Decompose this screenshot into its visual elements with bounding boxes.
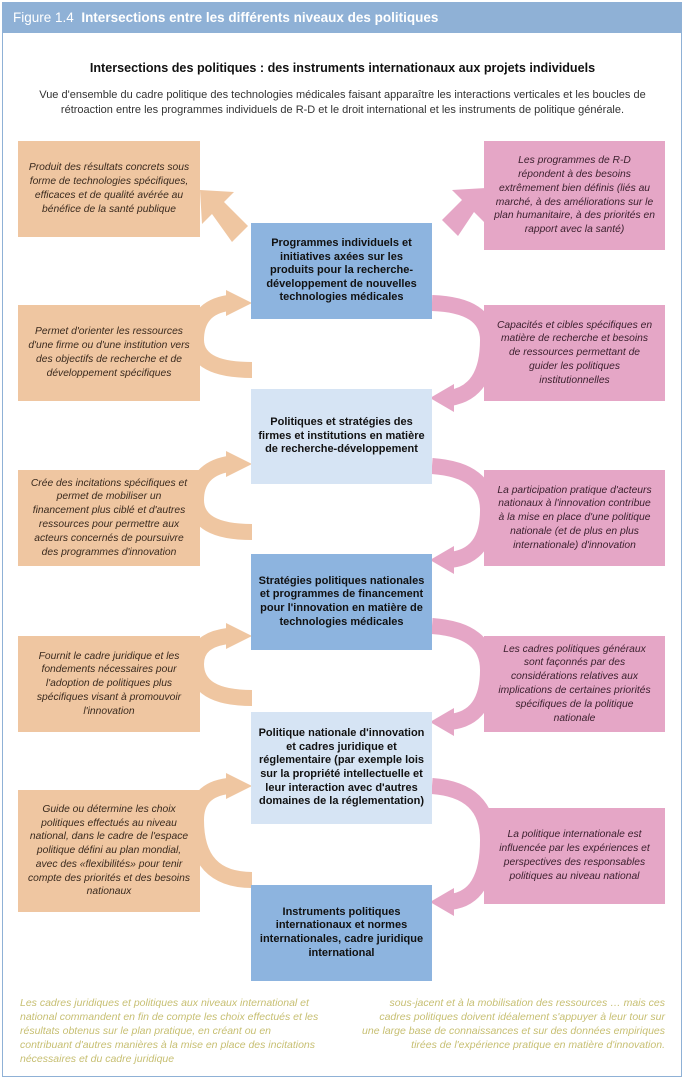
right-loop-3 — [431, 618, 497, 730]
level-box-4: Politique nationale d'innovation et cadr… — [251, 712, 432, 824]
level-box-2: Politiques et stratégies des firmes et i… — [251, 389, 432, 484]
right-note-4: Les cadres politiques généraux sont faço… — [484, 636, 665, 732]
left-loop-3 — [187, 628, 253, 706]
diagram-subtitle: Intersections des politiques : des instr… — [89, 61, 596, 75]
footer-right-text: sous-jacent et à la mobilisation des res… — [362, 997, 665, 1051]
right-note-1: Les programmes de R-D répondent à des be… — [484, 141, 665, 250]
left-loop-4 — [187, 778, 253, 888]
left-note-2: Permet d'orienter les ressources d'une f… — [18, 305, 200, 401]
left-note-1: Produit des résultats concrets sous form… — [18, 141, 200, 237]
level-box-3: Stratégies politiques nationales et prog… — [251, 554, 432, 650]
footer-left-text: Les cadres juridiques et politiques aux … — [20, 997, 319, 1065]
figure-label: Figure 1.4 — [13, 10, 74, 25]
figure-title: Intersections entre les différents nivea… — [81, 10, 439, 25]
right-loop-2 — [431, 458, 497, 568]
diagram-intro: Vue d'ensemble du cadre politique des te… — [39, 89, 646, 116]
left-note-3: Crée des incitations spécifiques et perm… — [18, 470, 200, 566]
right-note-5: La politique internationale est influenc… — [484, 808, 665, 904]
right-loop-1 — [431, 295, 497, 406]
arrow-up-left — [200, 190, 248, 242]
level-box-5: Instruments politiques internationaux et… — [251, 885, 432, 981]
left-note-4: Fournit le cadre juridique et les fondem… — [18, 636, 200, 732]
right-note-2: Capacités et cibles spécifiques en matiè… — [484, 305, 665, 401]
level-box-1: Programmes individuels et initiatives ax… — [251, 223, 432, 319]
left-loop-2 — [187, 456, 253, 540]
left-note-5: Guide ou détermine les choix politiques … — [18, 790, 200, 912]
left-loop-1 — [187, 295, 253, 378]
right-note-3: La participation pratique d'acteurs nati… — [484, 470, 665, 566]
arrow-down-left — [442, 188, 486, 236]
right-loop-4 — [431, 778, 497, 910]
figure-header: Figure 1.4 Intersections entre les diffé… — [3, 3, 681, 33]
